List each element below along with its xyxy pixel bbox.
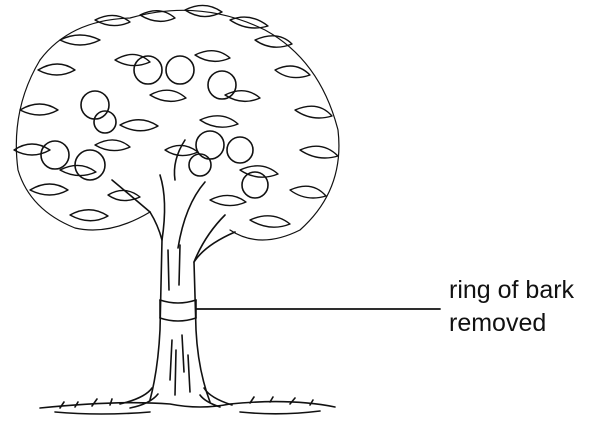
fruit <box>81 91 109 119</box>
fruit <box>227 137 253 163</box>
trunk <box>112 140 235 408</box>
fruit <box>41 141 69 169</box>
fruit <box>189 154 211 176</box>
ground <box>40 397 335 414</box>
fruit <box>208 71 236 99</box>
foliage <box>14 5 339 240</box>
bark-ring <box>160 300 196 321</box>
annotation-label-line-1: ring of bark <box>449 276 574 305</box>
annotation-label-line-2: removed <box>449 309 546 338</box>
fruit <box>166 56 194 84</box>
